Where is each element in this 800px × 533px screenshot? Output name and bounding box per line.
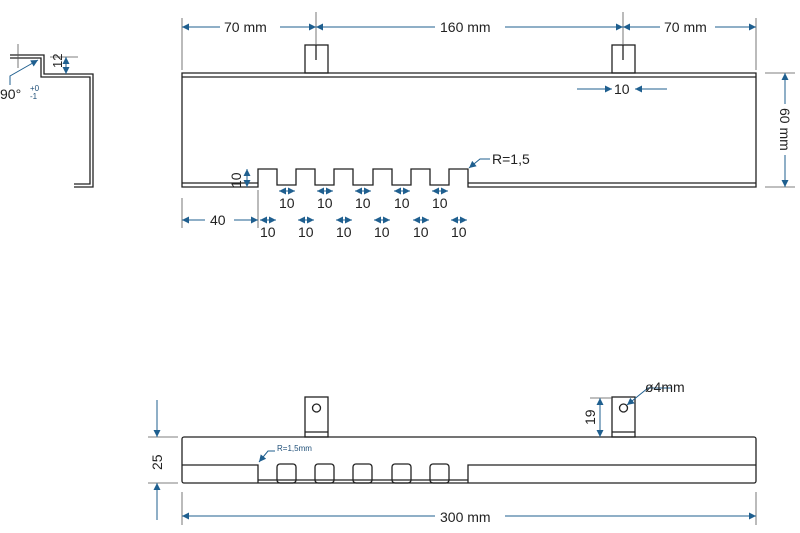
dim-left-70: 70 mm xyxy=(224,19,267,35)
tab-width-label: 10 xyxy=(614,81,630,97)
side-height-label: 12 xyxy=(50,54,65,68)
notch-width-label: 10 xyxy=(432,195,448,211)
tab-height-label: 19 xyxy=(582,409,598,425)
dim-right-70: 70 mm xyxy=(664,19,707,35)
notch-width-label: 10 xyxy=(279,195,295,211)
notch-bottom-dims: 10 10 10 10 10 10 xyxy=(260,216,467,240)
radius-label: R=1,5 xyxy=(492,151,530,167)
hole-label: ø4mm xyxy=(645,379,685,395)
front-height-label: 60 mm xyxy=(777,108,793,151)
notch-depth-label: 10 xyxy=(228,172,244,188)
angle-label: 90° xyxy=(0,86,21,102)
tab-width-label: 10 xyxy=(260,224,276,240)
notch-width-label: 10 xyxy=(394,195,410,211)
dim-160: 160 mm xyxy=(440,19,491,35)
tab-width-label: 10 xyxy=(413,224,429,240)
notch-top-dims: 10 10 10 10 10 xyxy=(279,187,448,211)
tab-width-label: 10 xyxy=(298,224,314,240)
bottom-view: R=1,5mm ø4mm 19 25 300 mm xyxy=(148,379,757,525)
front-view: 70 mm 160 mm 70 mm 10 60 mm 10 R=1,5 40 … xyxy=(181,12,795,240)
notch-tabs xyxy=(276,463,450,484)
length-label: 300 mm xyxy=(440,509,491,525)
tab-width-label: 10 xyxy=(374,224,390,240)
angle-tol-minus: -1 xyxy=(30,92,38,101)
notch-width-label: 10 xyxy=(355,195,371,211)
bottom-radius-label: R=1,5mm xyxy=(277,444,312,453)
tab-width-label: 10 xyxy=(336,224,352,240)
tab-width-label: 10 xyxy=(451,224,467,240)
bottom-height-label: 25 xyxy=(149,454,165,470)
notch-width-label: 10 xyxy=(317,195,333,211)
offset-40-label: 40 xyxy=(210,212,226,228)
side-profile: 12 90° +0 -1 xyxy=(0,44,94,188)
angle-tol-plus: +0 xyxy=(30,84,40,93)
